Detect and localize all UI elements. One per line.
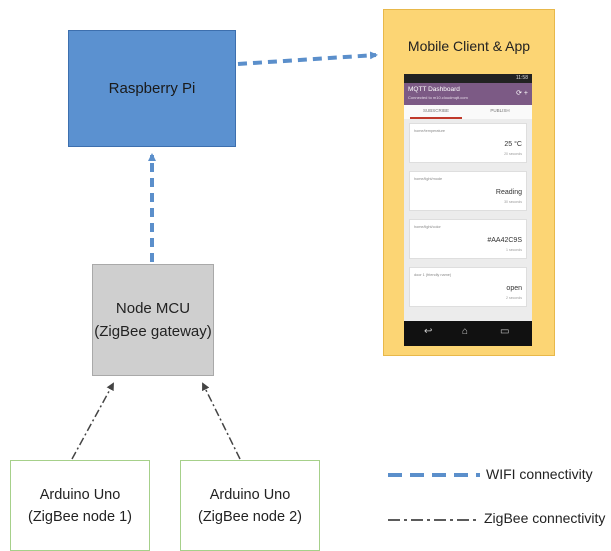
zigbee-link-arduino1-to-nodemcu bbox=[71, 382, 114, 460]
raspberry-pi-box: Raspberry Pi bbox=[68, 30, 236, 147]
list-item[interactable]: door 1 (friendly name) open 2 seconds bbox=[409, 267, 527, 307]
zigbee-link-arduino2-to-nodemcu bbox=[202, 382, 241, 460]
legend-zigbee-label: ZigBee connectivity bbox=[484, 510, 606, 526]
node-mcu-label: Node MCU bbox=[115, 300, 191, 317]
node-mcu-box: Node MCU (ZigBee gateway) bbox=[92, 264, 214, 376]
topic-value: #AA42C9S bbox=[487, 237, 522, 244]
app-tabs: SUBSCRIBE PUBLISH bbox=[404, 105, 532, 119]
topic-time: 1 seconds bbox=[506, 248, 522, 252]
node-mcu-sublabel: (ZigBee gateway) bbox=[94, 323, 212, 340]
app-bar: MQTT Dashboard Connected to m10.cloudmqt… bbox=[404, 83, 532, 105]
topic-time: 30 seconds bbox=[504, 200, 522, 204]
legend-wifi-label: WIFI connectivity bbox=[486, 466, 593, 482]
recent-apps-icon[interactable]: ▭ bbox=[500, 326, 510, 337]
topic-label: home/light/color bbox=[414, 225, 441, 229]
mobile-client-label: Mobile Client & App bbox=[407, 38, 531, 54]
topic-value: 25 °C bbox=[504, 141, 522, 148]
app-bar-icons: ⟳ + bbox=[516, 89, 528, 97]
arduino-node-2-label: Arduino Uno bbox=[209, 486, 291, 503]
tab-publish[interactable]: PUBLISH bbox=[490, 108, 510, 113]
tab-subscribe[interactable]: SUBSCRIBE bbox=[422, 108, 449, 113]
wifi-link-rpi-to-mobile bbox=[237, 51, 378, 66]
refresh-icon[interactable]: ⟳ bbox=[516, 90, 522, 97]
phone-nav-bar: ↩ ⌂ ▭ bbox=[404, 321, 532, 346]
topic-value: open bbox=[506, 285, 522, 292]
topic-label: home/temperature bbox=[414, 129, 446, 133]
active-tab-indicator bbox=[410, 117, 462, 119]
list-item[interactable]: home/light/mode Reading 30 seconds bbox=[409, 171, 527, 211]
status-time: 11:58 bbox=[515, 75, 528, 81]
home-icon[interactable]: ⌂ bbox=[462, 326, 469, 337]
raspberry-pi-label: Raspberry Pi bbox=[108, 80, 196, 97]
arduino-node-1-sublabel: (ZigBee node 1) bbox=[28, 508, 132, 525]
back-icon[interactable]: ↩ bbox=[424, 326, 433, 337]
list-item[interactable]: home/temperature 25 °C 20 seconds bbox=[409, 123, 527, 163]
app-subtitle: Connected to m10.cloudmqtt.com bbox=[408, 95, 468, 100]
topic-time: 20 seconds bbox=[504, 152, 522, 156]
arduino-node-1-box: Arduino Uno (ZigBee node 1) bbox=[10, 460, 150, 551]
arduino-node-2-sublabel: (ZigBee node 2) bbox=[198, 508, 302, 525]
topic-label: door 1 (friendly name) bbox=[414, 273, 452, 277]
mobile-client-box: Mobile Client & App 11:58 MQTT Dashboard… bbox=[383, 9, 555, 356]
subscription-list: home/temperature 25 °C 20 seconds home/l… bbox=[404, 119, 532, 321]
list-item[interactable]: home/light/color #AA42C9S 1 seconds bbox=[409, 219, 527, 259]
topic-label: home/light/mode bbox=[414, 177, 443, 181]
phone-screenshot: 11:58 MQTT Dashboard Connected to m10.cl… bbox=[404, 74, 532, 346]
arduino-node-1-label: Arduino Uno bbox=[39, 486, 121, 503]
phone-status-bar: 11:58 bbox=[404, 74, 532, 83]
topic-time: 2 seconds bbox=[506, 296, 522, 300]
topic-value: Reading bbox=[495, 189, 522, 196]
add-icon[interactable]: + bbox=[523, 90, 528, 97]
app-title: MQTT Dashboard bbox=[408, 86, 460, 93]
arduino-node-2-box: Arduino Uno (ZigBee node 2) bbox=[180, 460, 320, 551]
